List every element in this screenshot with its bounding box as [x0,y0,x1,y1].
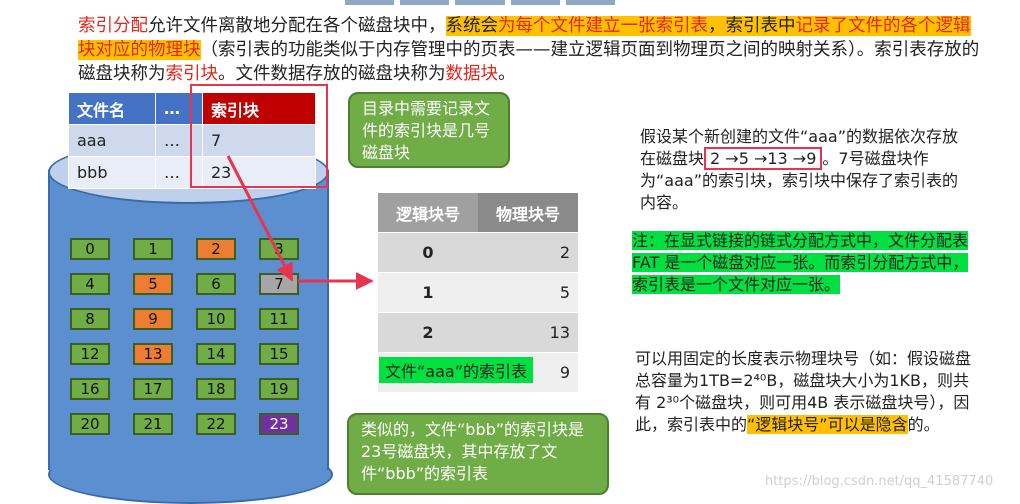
term-index-block: 索引块 [165,64,219,84]
idx-header-physical: 物理块号 [478,193,578,233]
disk-block-21: 21 [133,413,173,435]
top-tabs [345,0,616,5]
note-text: 注：在显式链接的链式分配方式中，文件分配表FAT 是一个磁盘对应一张。而索引分配… [632,231,969,294]
watermark: https://blog.csdn.net/qq_41587740 [765,474,994,489]
disk-block-16: 16 [70,378,110,400]
disk-block-2: 2 [196,238,236,260]
disk-block-0: 0 [70,238,110,260]
intro-hl: 系统会 [445,16,498,36]
arrow-index-to-block7 [226,155,294,282]
idx-header-logical: 逻辑块号 [378,193,478,233]
disk-block-9: 9 [133,308,173,330]
term-index-allocation: 索引分配 [78,16,148,36]
disk-block-3: 3 [259,238,299,260]
intro-text: 允许文件离散地分配在各个磁盘块中， [148,16,446,36]
callout-bbb-index: 类似的，文件“bbb”的索引块是23号磁盘块，其中存放了文件“bbb”的索引表 [347,413,609,495]
dir-header-ellipsis: … [155,92,203,125]
term-data-block: 数据块 [445,64,499,84]
callout-directory-index: 目录中需要记录文件的索引块是几号磁盘块 [348,92,510,168]
dir-header-index-block: 索引块 [202,92,316,125]
intro-text: 。文件数据存放的磁盘块称为 [218,64,446,84]
note-fat-vs-index: 注：在显式链接的链式分配方式中，文件分配表FAT 是一个磁盘对应一张。而索引分配… [632,230,977,296]
disk-block-4: 4 [70,273,110,295]
dir-cell: 23 [202,156,316,189]
idx-physical: 13 [478,312,578,353]
block-sequence: 2 →5 →13 →9 [704,147,823,170]
dir-cell: … [155,156,203,189]
intro-paragraph: 索引分配允许文件离散地分配在各个磁盘块中，系统会为每个文件建立一张索引表，索引表… [78,14,983,86]
disk-block-20: 20 [70,413,110,435]
disk-block-13: 13 [133,343,173,365]
intro-text: （索引表的功能类似于内存管理中的页表——建立逻辑页面到物理页之间的映射关系）。索… [78,40,980,84]
dir-cell: 7 [202,124,316,157]
implicit-text: 可以用固定的长度表示物理块号（如：假设磁盘总容量为1TB=2⁴⁰B，磁盘块大小为… [635,349,972,434]
disk-block-12: 12 [70,343,110,365]
disk-block-6: 6 [196,273,236,295]
disk-block-1: 1 [133,238,173,260]
disk-block-10: 10 [196,308,236,330]
index-table-caption: 文件“aaa”的索引表 [379,357,533,383]
idx-logical: 0 [378,232,478,273]
index-column-highlight-box [190,84,328,188]
disk-block-23: 23 [259,413,299,435]
disk-block-14: 14 [196,343,236,365]
intro-text: 。 [498,64,516,84]
disk-block-15: 15 [259,343,299,365]
implicit-logical-block-note: 可以用固定的长度表示物理块号（如：假设磁盘总容量为1TB=2⁴⁰B，磁盘块大小为… [635,348,975,436]
intro-hl: ，索引表中 [708,16,796,36]
idx-logical: 1 [378,272,478,313]
implicit-text: 的。 [907,415,940,434]
dir-cell: bbb [68,156,156,189]
disk-block-22: 22 [196,413,236,435]
example-text: 假设某个新创建的文件“aaa”的数据依次存放在磁盘块 [640,127,958,168]
disk-block-18: 18 [196,378,236,400]
disk-block-17: 17 [133,378,173,400]
directory-table: 文件名 … 索引块 aaa … 7 bbb … 23 [68,92,316,189]
intro-hl-red: 为每个文件建立一张索引表 [498,16,708,36]
example-text: 。7号磁盘块作为“aaa”的索引块，索引块中保存了索引表的内容。 [640,149,958,212]
implicit-highlight: “逻辑块号”可以是隐含 [747,415,908,434]
idx-physical: 5 [478,272,578,313]
disk-block-11: 11 [259,308,299,330]
disk-block-8: 8 [70,308,110,330]
idx-logical: 2 [378,312,478,353]
disk-block-19: 19 [259,378,299,400]
idx-physical: 2 [478,232,578,273]
dir-header-filename: 文件名 [68,92,156,125]
disk-block-5: 5 [133,273,173,295]
